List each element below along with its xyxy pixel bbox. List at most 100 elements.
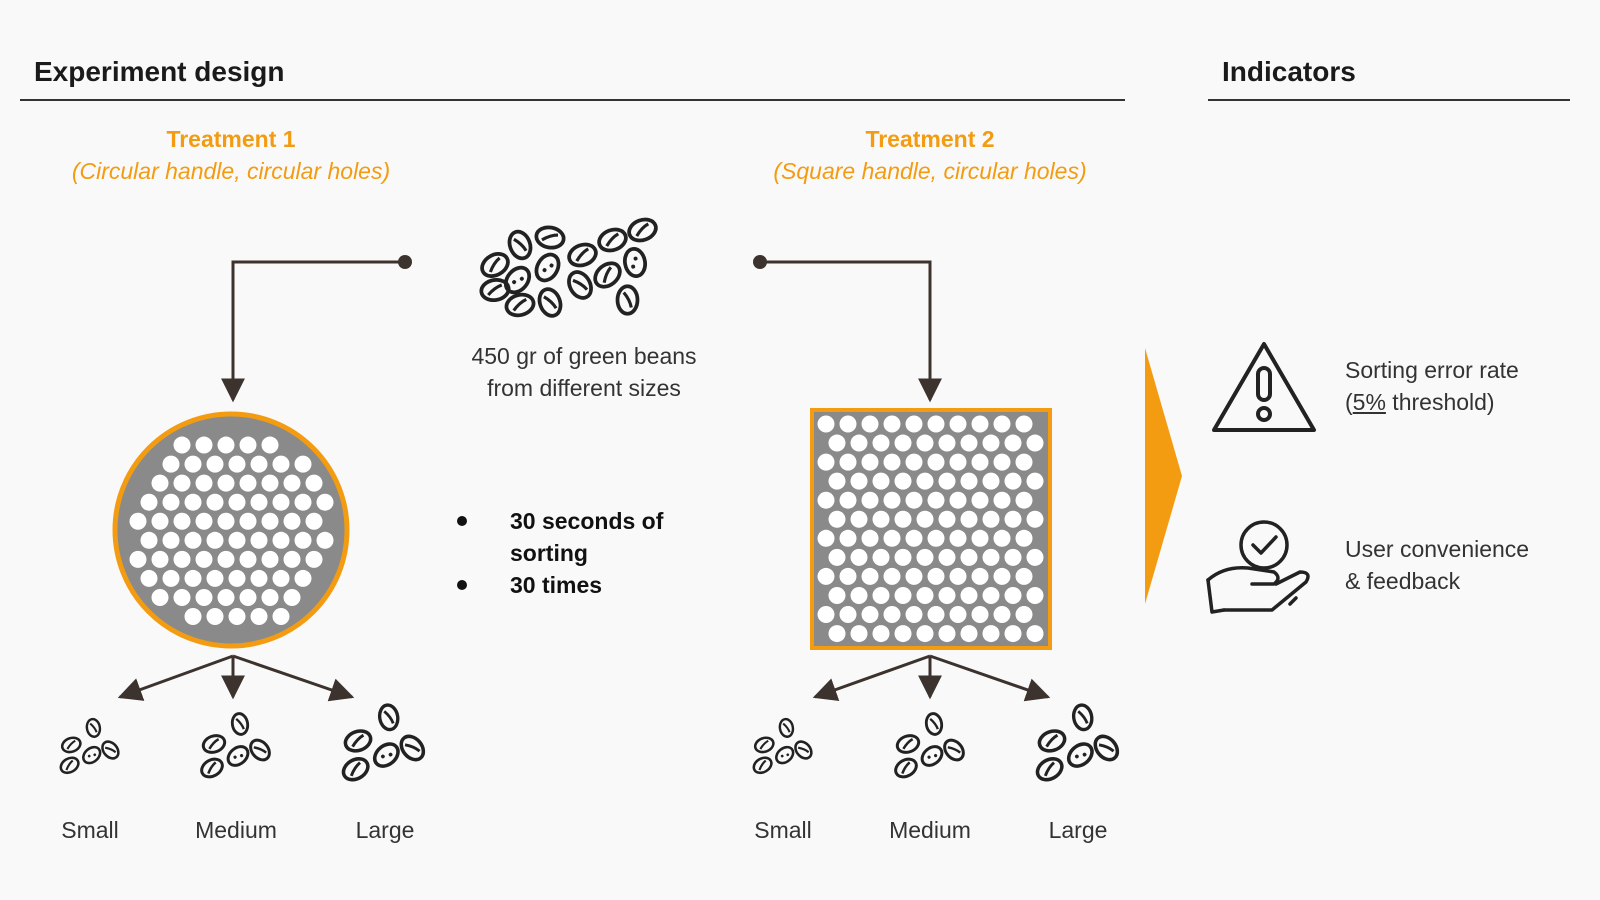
small-beans-icon	[751, 718, 815, 776]
sieve-hole	[872, 510, 890, 528]
sieve-hole	[850, 625, 868, 643]
sieve-hole	[883, 453, 901, 471]
sieve-hole	[916, 434, 934, 452]
sieve-hole	[927, 415, 945, 433]
sieve-hole	[184, 531, 202, 549]
sieve-hole	[916, 586, 934, 604]
sieve-hole	[938, 434, 956, 452]
sieve-hole	[938, 510, 956, 528]
large-beans-icon	[1034, 704, 1122, 784]
sieve-hole	[1004, 586, 1022, 604]
sieve-hole	[1026, 625, 1044, 643]
sieve-hole	[173, 588, 191, 606]
sieve-hole	[1026, 510, 1044, 528]
sieve-hole	[261, 436, 279, 454]
sieve-hole	[261, 474, 279, 492]
sieve-hole	[129, 550, 147, 568]
sieve-hole	[228, 608, 246, 626]
sieve-hole	[993, 453, 1011, 471]
treatment-1-output-arrows	[117, 654, 355, 702]
sieve-hole	[173, 474, 191, 492]
sieve-hole	[828, 625, 846, 643]
sieve-hole	[195, 588, 213, 606]
square-sieve	[810, 408, 1052, 650]
sieve-hole	[861, 415, 879, 433]
sieve-hole	[960, 434, 978, 452]
indicator-error-rate-prefix: (	[1345, 389, 1353, 415]
sieve-hole	[206, 608, 224, 626]
sieve-hole	[828, 472, 846, 490]
sieve-hole	[272, 493, 290, 511]
sieve-hole	[206, 455, 224, 473]
medium-beans-icon	[892, 712, 967, 780]
sieve-hole	[971, 415, 989, 433]
sieve-hole	[872, 625, 890, 643]
sieve-hole	[894, 510, 912, 528]
sieve-hole	[839, 491, 857, 509]
treatment-2-title: Treatment 2	[865, 126, 995, 152]
sieve-hole	[905, 606, 923, 624]
sieve-hole	[938, 548, 956, 566]
sieve-hole	[1004, 472, 1022, 490]
treatment-1-output-medium: Medium	[195, 817, 277, 843]
sieve-hole	[993, 415, 1011, 433]
sieve-hole	[839, 415, 857, 433]
sieve-hole	[894, 434, 912, 452]
sieve-hole	[129, 512, 147, 530]
beans-caption-line-2: from different sizes	[487, 375, 681, 401]
sieve-hole	[151, 512, 169, 530]
sieve-hole	[927, 567, 945, 585]
sieve-hole	[982, 472, 1000, 490]
sieve-hole	[239, 474, 257, 492]
indicator-error-rate-suffix: threshold)	[1385, 389, 1495, 415]
sieve-hole	[960, 472, 978, 490]
sieve-hole	[817, 491, 835, 509]
sieve-hole	[283, 588, 301, 606]
sieve-hole	[883, 529, 901, 547]
sieve-hole	[250, 608, 268, 626]
sieve-hole	[883, 415, 901, 433]
indicator-error-rate-line-1: Sorting error rate	[1345, 357, 1519, 383]
sieve-hole	[283, 512, 301, 530]
sieve-hole	[217, 512, 235, 530]
sieve-hole	[1004, 625, 1022, 643]
sieve-hole	[949, 415, 967, 433]
sieve-hole	[894, 586, 912, 604]
sieve-hole	[305, 512, 323, 530]
sieve-hole	[828, 586, 846, 604]
sieve-hole	[982, 510, 1000, 528]
sieve-hole	[228, 455, 246, 473]
sieve-hole	[850, 586, 868, 604]
sieve-hole	[195, 550, 213, 568]
sieve-hole	[184, 608, 202, 626]
beans-caption: 450 gr of green beans from different siz…	[424, 340, 744, 404]
indicator-error-rate: Sorting error rate (5% threshold)	[1345, 354, 1519, 418]
sieve-hole	[272, 531, 290, 549]
sieve-hole	[971, 567, 989, 585]
sieve-hole	[239, 512, 257, 530]
sieve-hole	[916, 548, 934, 566]
sieve-hole	[927, 606, 945, 624]
sieve-hole	[971, 491, 989, 509]
sieve-hole	[173, 436, 191, 454]
sieve-hole	[305, 550, 323, 568]
sieve-hole	[916, 472, 934, 490]
sieve-hole	[872, 586, 890, 604]
sieve-hole	[294, 531, 312, 549]
treatment-2-output-medium: Medium	[889, 817, 971, 843]
sieve-hole	[982, 434, 1000, 452]
treatment-2-output-arrows	[812, 654, 1051, 702]
connector-to-treatment-2	[753, 255, 942, 403]
sieve-hole	[883, 606, 901, 624]
sieve-hole	[184, 493, 202, 511]
sieve-hole	[206, 531, 224, 549]
sieve-hole	[861, 491, 879, 509]
sieve-hole	[828, 434, 846, 452]
sieve-hole	[894, 548, 912, 566]
sieve-hole	[894, 625, 912, 643]
sieve-hole	[272, 569, 290, 587]
sieve-hole	[272, 455, 290, 473]
coffee-beans-icon	[476, 214, 661, 321]
sieve-hole	[883, 491, 901, 509]
sieve-hole	[140, 493, 158, 511]
